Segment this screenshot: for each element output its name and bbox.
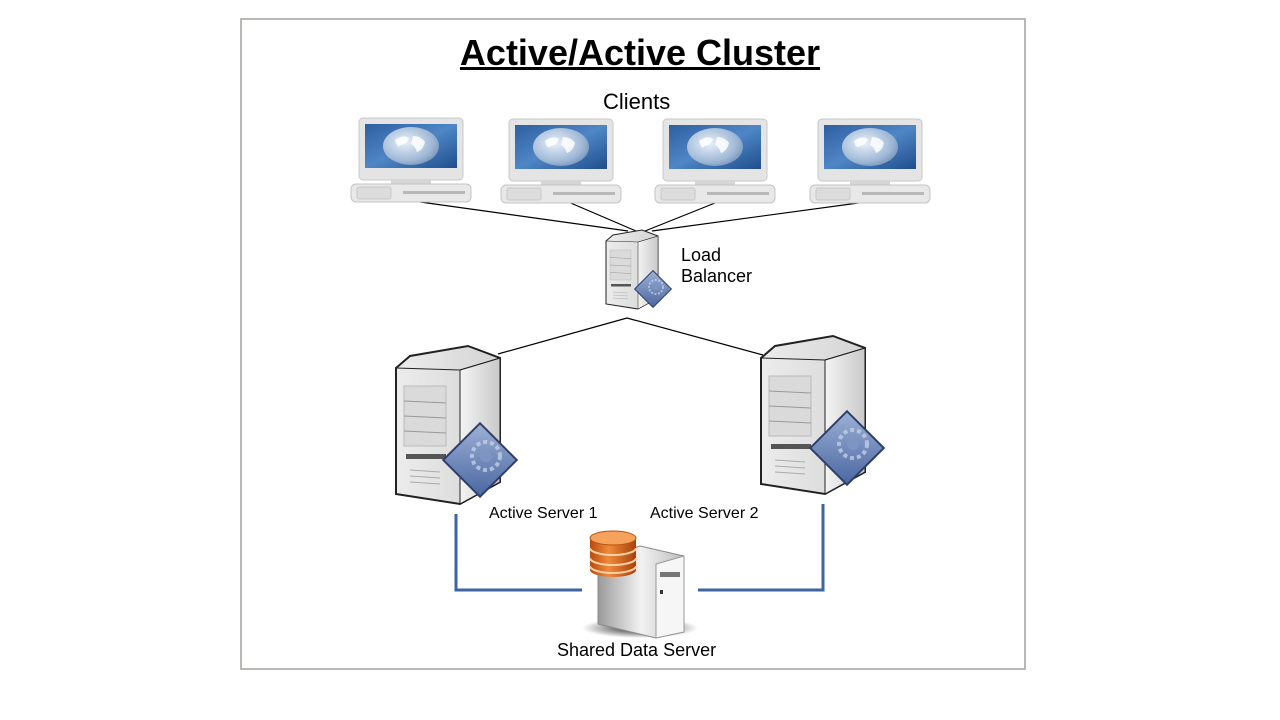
load-balancer-label-line1: Load [681,245,722,265]
connector-lb-server-2 [626,317,764,356]
active-server-2[interactable] [760,335,886,495]
shared-data-server-label: Shared Data Server [557,640,717,660]
laptop-globe-icon [809,118,931,204]
load-balancer-label-line2: Balancer [681,266,753,286]
client-connectors [412,200,874,232]
diagram-title: Active/Active Cluster [459,32,821,73]
laptop-globe-icon [350,117,472,203]
client-4[interactable] [809,118,931,204]
shared-data-server[interactable] [582,530,698,639]
client-2[interactable] [500,118,622,204]
client-3[interactable] [654,118,776,204]
load-balancer[interactable] [605,229,673,310]
active-server-2-label: Active Server 2 [650,505,759,522]
active-server-1[interactable] [395,345,519,505]
connector-client-2 [565,200,637,232]
client-1[interactable] [350,117,472,203]
laptop-globe-icon [500,118,622,204]
active-server-1-label: Active Server 1 [489,505,598,522]
connector-client-4 [651,200,874,232]
connector-lb-server-1 [497,317,628,355]
load-balancer-label: Load Balancer [681,245,752,287]
connector-client-3 [644,200,721,232]
connector-client-1 [412,200,629,232]
database-icon [589,530,637,577]
clients-label: Clients [603,89,671,114]
laptop-globe-icon [654,118,776,204]
storage-link-server-1 [454,514,582,592]
storage-link-server-2 [698,504,825,592]
